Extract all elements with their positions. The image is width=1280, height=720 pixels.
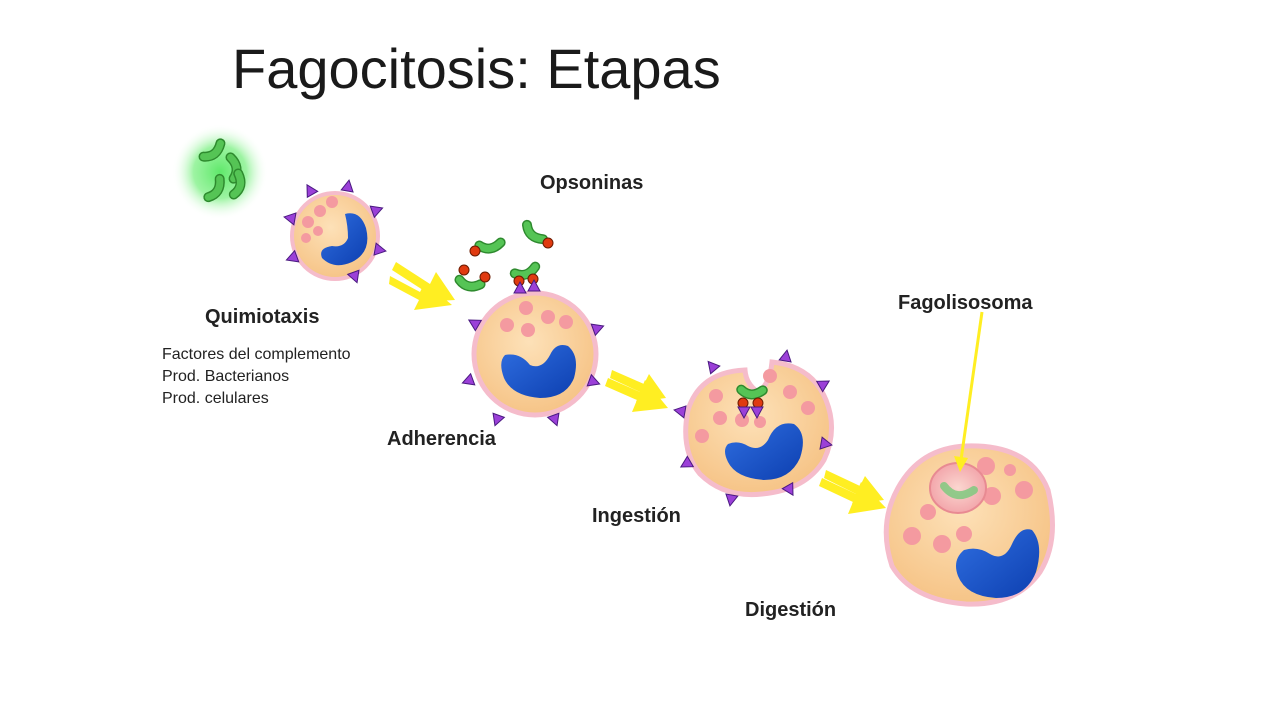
arrow-3 — [819, 470, 886, 514]
factor-item: Prod. Bacterianos — [162, 368, 290, 385]
nucleus — [725, 423, 803, 480]
arrow-1 — [389, 262, 455, 310]
chemotaxis-factors-list: Factores del complemento Prod. Bacterian… — [162, 344, 351, 410]
factor-item: Factores del complemento — [162, 346, 351, 363]
granules — [695, 369, 815, 443]
label-quimiotaxis: Quimiotaxis — [205, 306, 320, 328]
nucleus — [956, 529, 1040, 598]
bacteria-cluster — [172, 124, 268, 220]
nucleus — [501, 345, 576, 398]
label-fagolisosoma: Fagolisosoma — [898, 292, 1033, 314]
arrow-2 — [605, 370, 668, 412]
nucleus — [321, 213, 368, 266]
neutrophil-cell-2 — [459, 279, 607, 429]
label-digestion: Digestión — [745, 599, 837, 621]
label-ingestion: Ingestión — [592, 505, 681, 527]
slide-title: Fagocitosis: Etapas — [232, 37, 721, 100]
neutrophil-cell-1 — [282, 178, 388, 286]
label-opsoninas: Opsoninas — [540, 172, 644, 194]
granules — [500, 301, 573, 337]
phagolysosome — [929, 462, 987, 514]
granules — [903, 457, 1033, 553]
granules — [301, 196, 338, 243]
neutrophil-cell-3 — [672, 348, 834, 508]
factor-item: Prod. celulares — [162, 390, 269, 407]
neutrophil-cell-4 — [883, 443, 1055, 607]
opsonized-bacteria — [459, 225, 554, 289]
label-adherencia: Adherencia — [387, 428, 496, 450]
fagolisosoma-pointer — [954, 311, 984, 472]
glow-halo — [172, 124, 268, 220]
